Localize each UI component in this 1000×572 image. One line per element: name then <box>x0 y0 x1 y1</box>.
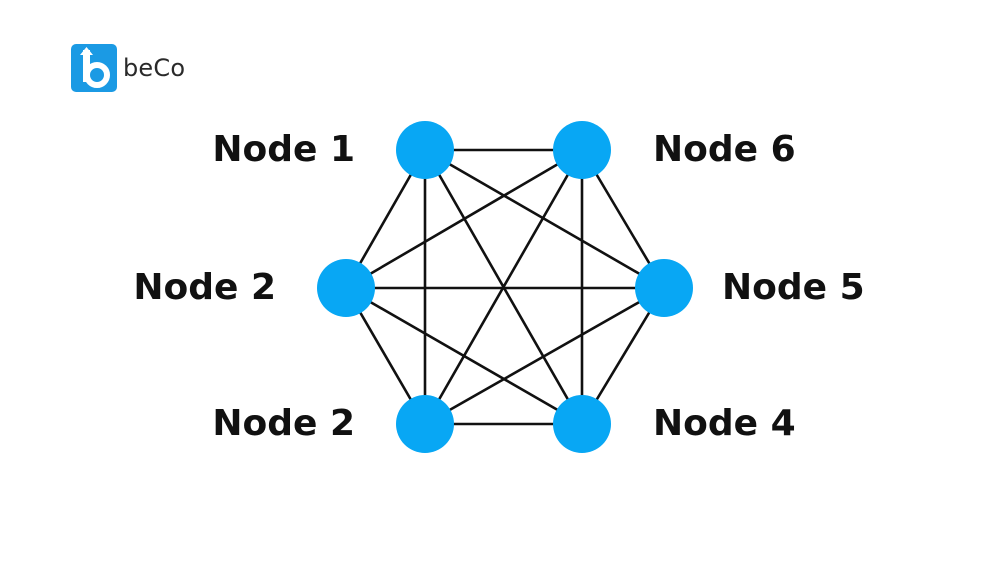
node-label-n4: Node 4 <box>653 403 796 444</box>
beco-logo-icon <box>71 44 117 92</box>
node-label-n6: Node 6 <box>653 129 796 170</box>
edge-n5-n2b <box>423 286 666 426</box>
edge-n1-n5 <box>423 148 666 290</box>
node-circle-n4 <box>553 395 611 453</box>
nodes-layer <box>317 121 693 453</box>
brand-logo: beCo <box>71 44 185 92</box>
node-label-n5: Node 5 <box>722 267 865 308</box>
edges-layer <box>344 148 666 426</box>
edge-n2a-n4 <box>344 286 584 426</box>
edge-n6-n2a <box>344 148 584 290</box>
node-circle-n5 <box>635 259 693 317</box>
node-circle-n2b <box>396 395 454 453</box>
node-circle-n2a <box>317 259 375 317</box>
node-circle-n1 <box>396 121 454 179</box>
node-label-n1: Node 1 <box>212 129 355 170</box>
node-label-n2a: Node 2 <box>133 267 276 308</box>
node-circle-n6 <box>553 121 611 179</box>
node-label-n2b: Node 2 <box>212 403 355 444</box>
brand-name: beCo <box>123 54 186 82</box>
